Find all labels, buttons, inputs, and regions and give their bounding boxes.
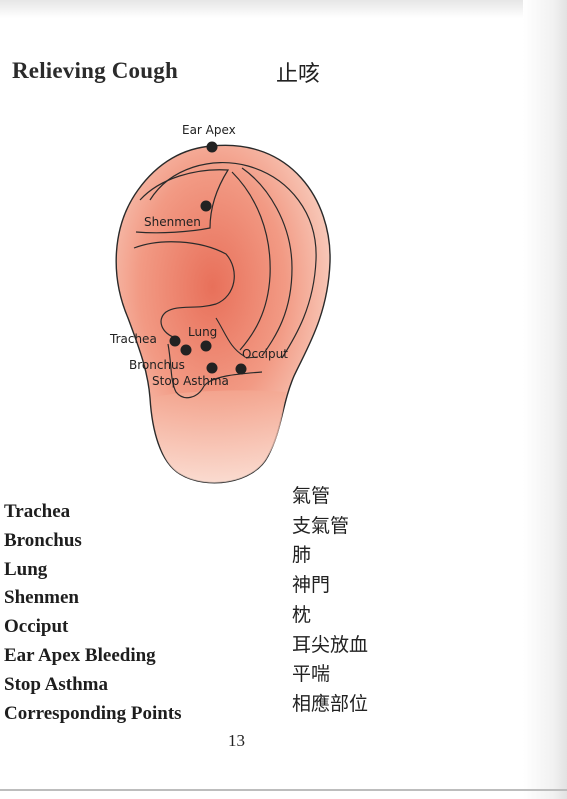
antitragus-curve [215,317,245,357]
point-ear-apex [206,141,218,153]
legend-item-en: Stop Asthma [4,673,108,695]
legend-item-en: Lung [4,558,48,580]
label-ear-apex: Ear Apex [182,123,236,137]
scan-edge-right [523,0,567,799]
legend-item-zh: 耳尖放血 [292,633,369,656]
ear-lobe [152,390,286,483]
legend-item-zh: 支氣管 [292,514,350,537]
occiput-leader [245,356,259,359]
label-shenmen: Shenmen [144,215,201,229]
legend-item-zh: 神門 [292,574,331,597]
concha-outline [133,241,235,339]
point-shenmen [200,200,212,212]
legend-item-en: Occiput [4,616,69,638]
legend-item-en: Shenmen [4,587,79,609]
legend-english-list: Trachea Bronchus Lung Shenmen Occiput Ea… [4,498,182,728]
point-lung [200,340,212,352]
legend-item-zh: 氣管 [292,485,331,507]
point-occiput [235,363,247,375]
page-title: Relieving Cough [12,58,178,83]
legend-item-en: Bronchus [4,529,82,551]
legend-item-zh: 平喘 [292,663,331,686]
label-bronchus: Bronchus [129,358,185,372]
legend-item-zh: 相應部位 [292,692,369,715]
label-lung: Lung [188,325,217,339]
legend-item-zh: 枕 [292,603,312,626]
legend-item-en: Ear Apex Bleeding [4,644,156,666]
point-bronchus [180,344,192,356]
antihelix-outer [241,167,293,357]
legend-item-en: Corresponding Points [4,702,182,724]
point-trachea [169,335,181,347]
legend-chinese-list: 氣管 支氣管 肺 神門 枕 耳尖放血 平喘 相應部位 [292,482,368,720]
legend-item-zh: 肺 [292,544,312,567]
scan-edge-top [0,0,567,18]
page-number: 13 [228,731,245,750]
scan-bottom-line [0,789,567,791]
triangular-fossa [135,169,230,234]
point-stop-asthma [206,362,218,374]
label-trachea: Trachea [109,332,157,346]
label-occiput: Occiput [242,347,288,361]
legend-item-en: Trachea [4,501,71,522]
helix-rim [149,162,317,359]
label-stop-asthma: Stop Asthma [152,374,229,388]
tragus-curve [167,343,263,399]
page-title-chinese: 止咳 [276,62,321,87]
antihelix-inner [231,171,271,351]
